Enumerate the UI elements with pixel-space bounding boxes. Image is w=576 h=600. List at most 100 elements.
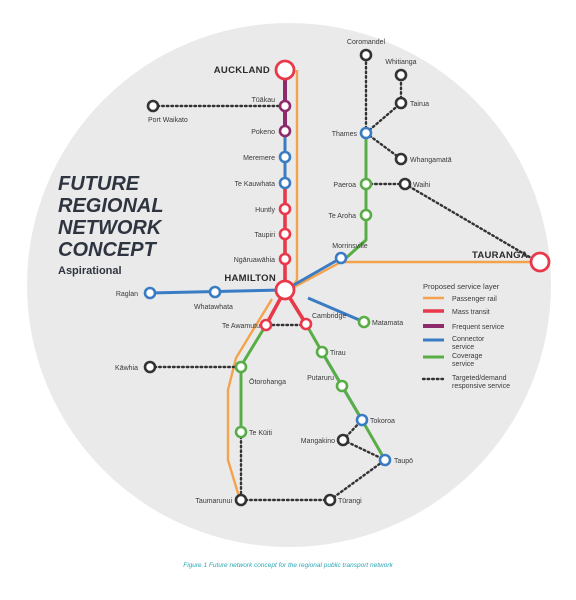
legend-item-mass-transit: Mass transit [423,309,490,316]
station-waihi[interactable] [398,177,412,191]
title-line-4: CONCEPT [58,239,158,261]
demand-thames-whangamata [364,131,403,161]
coverage-tokoroa-taupo [360,419,387,461]
label-taupiri: Taupiri [254,232,275,239]
station-otorohanga[interactable] [234,360,248,374]
station-coromandel[interactable] [359,48,373,62]
station-hamilton[interactable] [274,279,296,301]
station-tekuiti[interactable] [234,425,248,439]
station-turangi[interactable] [323,493,337,507]
station-tirau[interactable] [315,345,329,359]
label-huntly: Huntly [255,207,275,214]
legend-label-demand-responsive: Targeted/demand [452,375,507,382]
station-taumarunui[interactable] [234,493,248,507]
station-mangakino[interactable] [336,433,350,447]
station-whitianga[interactable] [394,68,408,82]
station-kawhia[interactable] [143,360,157,374]
label-tauranga: TAURANGA [472,250,528,261]
station-labels: AUCKLAND Tūākau Pokeno Meremere Te Kauwh… [115,39,528,505]
station-pokeno[interactable] [278,124,292,138]
station-tuakau[interactable] [278,99,292,113]
title-line-3: NETWORK [58,217,163,239]
label-taupo: Taupō [394,458,413,465]
demand-mangakino-taupo [341,438,387,462]
label-mangakino: Mangakino [301,438,335,445]
label-tekauwhata: Te Kauwhata [235,181,276,188]
legend-label-connector-2: service [452,344,474,351]
label-meremere: Meremere [243,155,275,162]
station-tearoha[interactable] [359,208,373,222]
station-auckland[interactable] [274,59,296,81]
label-pokeno: Pokeno [251,129,275,136]
legend-heading: Proposed service layer [423,282,500,291]
station-raglan[interactable] [143,286,157,300]
connector-cambridge-matamata [307,296,365,324]
legend-item-connector: Connector service [423,336,485,351]
label-morrinsville: Morrinsville [332,243,368,250]
legend-item-passenger-rail: Passenger rail [423,296,497,303]
coverage-thames-morrinsville [344,133,368,260]
station-whatawhata[interactable] [208,285,222,299]
label-teawamutu: Te Awamutu [222,323,260,330]
legend-label-frequent-service: Frequent service [452,324,504,331]
station-whangamata[interactable] [394,152,408,166]
label-auckland: AUCKLAND [214,65,270,76]
station-tairua[interactable] [394,96,408,110]
legend-label-connector: Connector [452,336,485,343]
station-morrinsville[interactable] [334,251,348,265]
label-turangi: Tūrangi [338,498,362,505]
label-taumarunui: Taumarunui [195,498,232,505]
label-paeroa: Paeroa [333,182,356,189]
label-whangamata: Whangamatā [410,157,452,164]
legend-label-mass-transit: Mass transit [452,309,490,316]
legend-label-demand-responsive-2: responsive service [452,383,510,390]
label-whatawhata: Whatawhata [194,304,233,311]
station-taupo[interactable] [378,453,392,467]
label-whitianga: Whitianga [385,59,416,66]
station-teawamutu[interactable] [259,318,273,332]
title-line-1: FUTURE [58,173,140,195]
label-otorohanga: Ōtorohanga [249,378,286,386]
label-tekuiti: Te Kūiti [249,430,272,437]
demand-responsive-lines [148,53,540,502]
station-taupiri[interactable] [278,227,292,241]
stations [143,48,551,507]
label-ngaruawahia: Ngāruawāhia [234,257,275,264]
station-thames[interactable] [359,126,373,140]
station-paeroa[interactable] [359,177,373,191]
rail-hamilton-taumarunui [226,298,274,501]
station-cambridge[interactable] [299,317,313,331]
label-tokoroa: Tokoroa [370,418,395,425]
label-tuakau: Tūākau [252,97,275,104]
label-matamata: Matamata [372,320,403,327]
label-hamilton: HAMILTON [224,273,276,284]
figure-caption: Figure 1 Future network concept for the … [183,562,393,569]
label-tairua: Tairua [410,101,429,108]
legend-label-coverage-2: service [452,361,474,368]
map-title: FUTURE REGIONAL NETWORK CONCEPT Aspirati… [58,173,164,277]
station-ngaruawahia[interactable] [278,252,292,266]
label-cambridge: Cambridge [312,313,346,320]
legend-item-demand-responsive: Targeted/demand responsive service [421,375,510,390]
station-meremere[interactable] [278,150,292,164]
station-tokoroa[interactable] [355,413,369,427]
station-tekauwhata[interactable] [278,176,292,190]
station-portwaikato[interactable] [146,99,160,113]
label-putaruru: Putaruru [307,375,334,382]
station-putaruru[interactable] [335,379,349,393]
legend-label-passenger-rail: Passenger rail [452,296,497,303]
label-thames: Thames [332,131,358,138]
station-matamata[interactable] [357,315,371,329]
demand-thames-tairua [364,101,403,135]
map-subtitle: Aspirational [58,265,122,277]
demand-waihi-tauranga [403,182,540,264]
legend: Proposed service layer Passenger rail Ma… [421,282,510,390]
label-portwaikato: Port Waikato [148,117,188,124]
label-tirau: Tirau [330,350,346,357]
legend-item-coverage: Coverage service [423,353,482,368]
station-huntly[interactable] [278,202,292,216]
label-coromandel: Coromandel [347,39,386,46]
label-kawhia: Kāwhia [115,365,138,372]
station-tauranga[interactable] [529,251,551,273]
